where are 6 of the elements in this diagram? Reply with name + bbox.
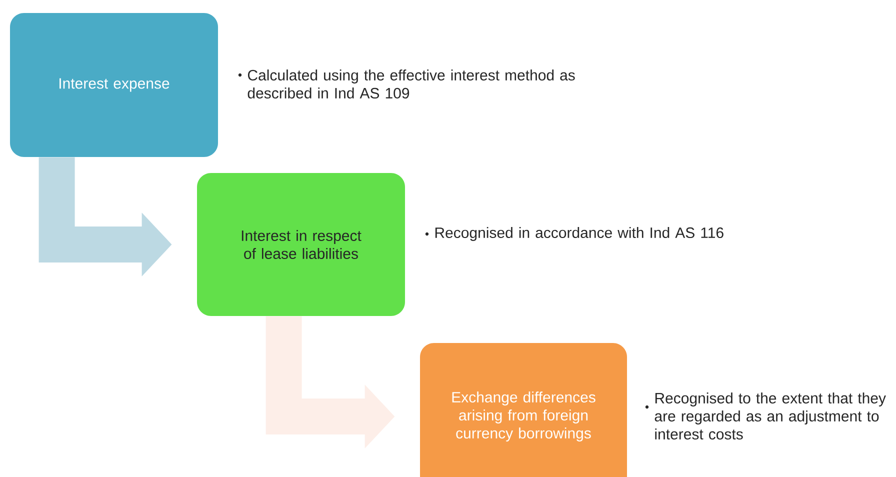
process-box: Interest in respect of lease liabilities <box>197 173 405 316</box>
process-box: Interest expense <box>10 13 218 157</box>
process-box: Exchange differences arising from foreign currency borrowings <box>420 343 627 477</box>
note-text: Recognised to the extent that they are regarded as an adjustment to interest costs <box>654 392 886 440</box>
note-text: Calculated using the effective interest method as described in Ind AS 109 <box>248 70 575 98</box>
note-text: Recognised in accordance with Ind AS 116 <box>435 227 724 241</box>
